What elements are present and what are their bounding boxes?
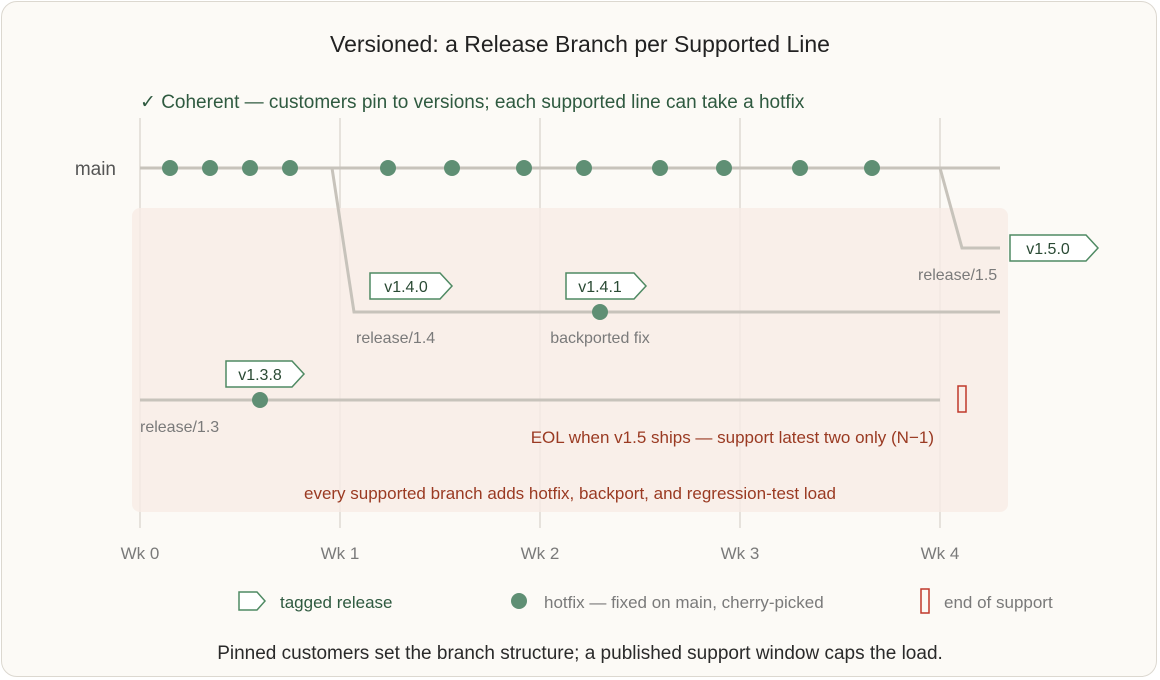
tag-v1-5-0: v1.5.0: [1009, 234, 1100, 262]
axis-tick-label: Wk 3: [721, 544, 760, 563]
commit-dot: [652, 160, 668, 176]
hotfix-legend-icon: [511, 593, 527, 609]
release-1-4-label: release/1.4: [356, 330, 435, 347]
eol-note: EOL when v1.5 ships — support latest two…: [531, 428, 934, 447]
tag-shape: [1009, 234, 1100, 262]
commit-dot: [792, 160, 808, 176]
commit-dot: [282, 160, 298, 176]
eol-legend-icon: [920, 588, 930, 614]
axis-tick-label: Wk 2: [521, 544, 560, 563]
support-load-region: [132, 208, 1008, 512]
release-1-4-line: [330, 167, 1000, 314]
commit-dot: [162, 160, 178, 176]
axis-tick-label: Wk 1: [321, 544, 360, 563]
support-load-note: every supported branch adds hotfix, back…: [304, 484, 836, 503]
commit-dot: [380, 160, 396, 176]
week-axis: Wk 0 Wk 1 Wk 2 Wk 3 Wk 4: [121, 544, 960, 563]
diagram-subtitle: ✓ Coherent — customers pin to versions; …: [140, 92, 805, 113]
commit-dot: [576, 160, 592, 176]
release-1-3-label: release/1.3: [140, 419, 219, 436]
tag-label: v1.4.0: [384, 279, 428, 296]
tag-shape: [565, 272, 648, 300]
backport-commit-dot: [592, 304, 608, 320]
diagram-caption: Pinned customers set the branch structur…: [217, 643, 943, 664]
tag-label: v1.4.1: [578, 279, 622, 296]
tag-v1-4-1: v1.4.1: [565, 272, 648, 300]
commit-dot: [716, 160, 732, 176]
legend-eol: end of support: [944, 593, 1053, 612]
legend-hotfix: hotfix — fixed on main, cherry-picked: [544, 593, 824, 612]
tag-label: v1.5.0: [1026, 241, 1070, 258]
legend: tagged release hotfix — fixed on main, c…: [238, 588, 1053, 614]
commit-dot: [516, 160, 532, 176]
main-commits: [162, 160, 880, 176]
axis-tick-label: Wk 0: [121, 544, 160, 563]
axis-tick-label: Wk 4: [921, 544, 960, 563]
tag-shape: [369, 272, 454, 300]
tag-legend-icon: [238, 591, 267, 611]
tag-shape: [225, 360, 306, 388]
commit-dot: [202, 160, 218, 176]
release-1-5-label: release/1.5: [918, 267, 997, 284]
hotfix-commit-dot: [252, 392, 268, 408]
main-branch-label: main: [75, 159, 116, 180]
release-1-5-line: [938, 167, 1000, 250]
commit-dot: [242, 160, 258, 176]
tag-label: v1.3.8: [238, 367, 282, 384]
diagram-title: Versioned: a Release Branch per Supporte…: [330, 31, 830, 57]
backported-fix-label: backported fix: [550, 330, 650, 347]
eol-marker: [957, 385, 967, 413]
tag-v1-3-8: v1.3.8: [225, 360, 306, 388]
legend-tagged-release: tagged release: [280, 593, 392, 612]
commit-dot: [864, 160, 880, 176]
commit-dot: [444, 160, 460, 176]
tag-v1-4-0: v1.4.0: [369, 272, 454, 300]
